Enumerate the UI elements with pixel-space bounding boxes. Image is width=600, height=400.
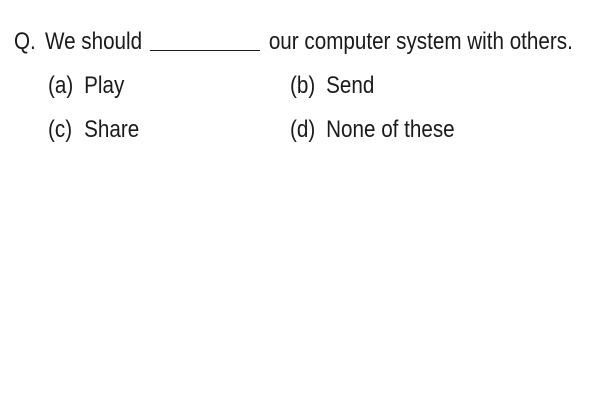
option-c-text: Share [84, 116, 140, 143]
option-c: (c) Share [48, 114, 139, 146]
question-label: Q. [14, 28, 36, 55]
option-b-letter: (b) [290, 72, 316, 99]
question-text-after: our computer system with others. [268, 28, 573, 55]
option-b-text: Send [326, 72, 375, 99]
option-b: (b) Send [290, 70, 374, 102]
option-a-text: Play [84, 72, 125, 99]
question-stem: Q. We should our computer system with oth… [14, 26, 573, 58]
option-d-letter: (d) [290, 116, 316, 143]
option-c-letter: (c) [48, 116, 73, 143]
option-d: (d) None of these [290, 114, 455, 146]
option-a-letter: (a) [48, 72, 74, 99]
option-a: (a) Play [48, 70, 124, 102]
answer-blank [149, 49, 260, 51]
question-text-before: We should [44, 28, 143, 55]
option-d-text: None of these [326, 116, 455, 143]
